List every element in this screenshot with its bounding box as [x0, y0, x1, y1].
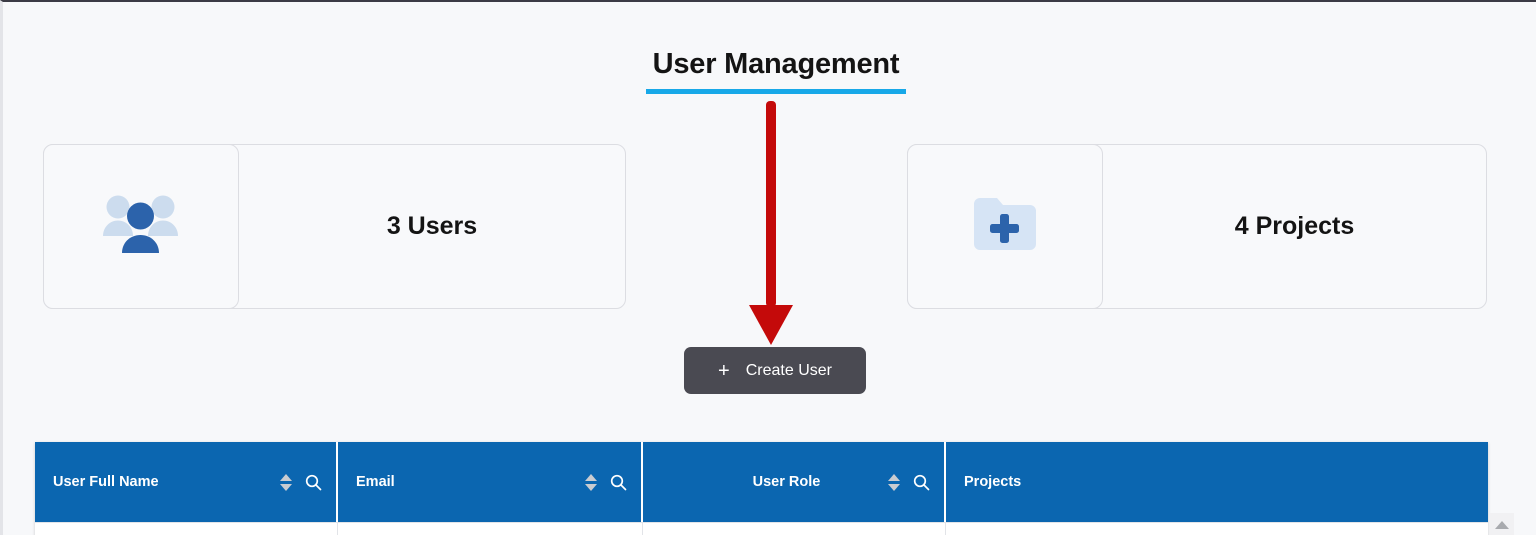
stat-label-projects: 4 Projects	[1234, 212, 1355, 240]
plus-icon: +	[718, 359, 730, 382]
table-cell-placeholder	[338, 523, 643, 535]
sort-icon[interactable]	[280, 473, 292, 491]
column-header-user-role[interactable]: User Role	[643, 442, 946, 522]
page-title-block: User Management	[646, 44, 906, 94]
sort-ascending-icon	[585, 473, 597, 481]
scrollbar-up-button[interactable]	[1490, 513, 1514, 535]
folder-plus-icon	[974, 196, 1036, 257]
sort-ascending-icon	[280, 473, 292, 481]
create-user-button[interactable]: + Create User	[684, 347, 866, 394]
column-header-email[interactable]: Email	[338, 442, 643, 522]
annotation-arrow-icon	[749, 101, 793, 345]
sort-ascending-icon	[888, 473, 900, 481]
stat-icon-box-projects	[907, 144, 1103, 309]
sort-descending-icon	[280, 483, 292, 491]
sort-icon[interactable]	[888, 473, 900, 491]
search-icon[interactable]	[305, 474, 322, 491]
column-header-icons	[888, 473, 930, 491]
table-cell-placeholder	[35, 523, 338, 535]
table-cell-placeholder	[946, 523, 1488, 535]
stat-label-box-users: 3 Users	[239, 145, 625, 308]
title-underline	[646, 89, 906, 94]
search-icon[interactable]	[610, 474, 627, 491]
search-icon[interactable]	[913, 474, 930, 491]
users-table: User Full Name Email	[35, 442, 1488, 535]
sort-icon[interactable]	[585, 473, 597, 491]
stat-label-users: 3 Users	[386, 212, 478, 240]
column-header-label: User Role	[752, 474, 821, 490]
column-header-label: Projects	[964, 474, 1022, 490]
column-header-user-full-name[interactable]: User Full Name	[35, 442, 338, 522]
sort-descending-icon	[585, 483, 597, 491]
column-header-label: Email	[356, 474, 395, 490]
stat-card-users[interactable]: 3 Users	[43, 144, 626, 309]
create-user-button-label: Create User	[745, 361, 832, 379]
column-header-icons	[280, 473, 322, 491]
users-table-body	[35, 522, 1488, 535]
stat-icon-box-users	[43, 144, 239, 309]
sort-descending-icon	[888, 483, 900, 491]
users-table-header-row: User Full Name Email	[35, 442, 1488, 522]
page-title: User Management	[652, 48, 900, 80]
table-cell-placeholder	[643, 523, 946, 535]
stat-label-box-projects: 4 Projects	[1103, 145, 1486, 308]
column-header-projects[interactable]: Projects	[946, 442, 1488, 522]
column-header-icons	[585, 473, 627, 491]
stat-card-projects[interactable]: 4 Projects	[907, 144, 1487, 309]
users-group-icon	[102, 193, 180, 260]
triangle-up-icon	[1495, 521, 1509, 529]
column-header-label: User Full Name	[53, 474, 159, 490]
